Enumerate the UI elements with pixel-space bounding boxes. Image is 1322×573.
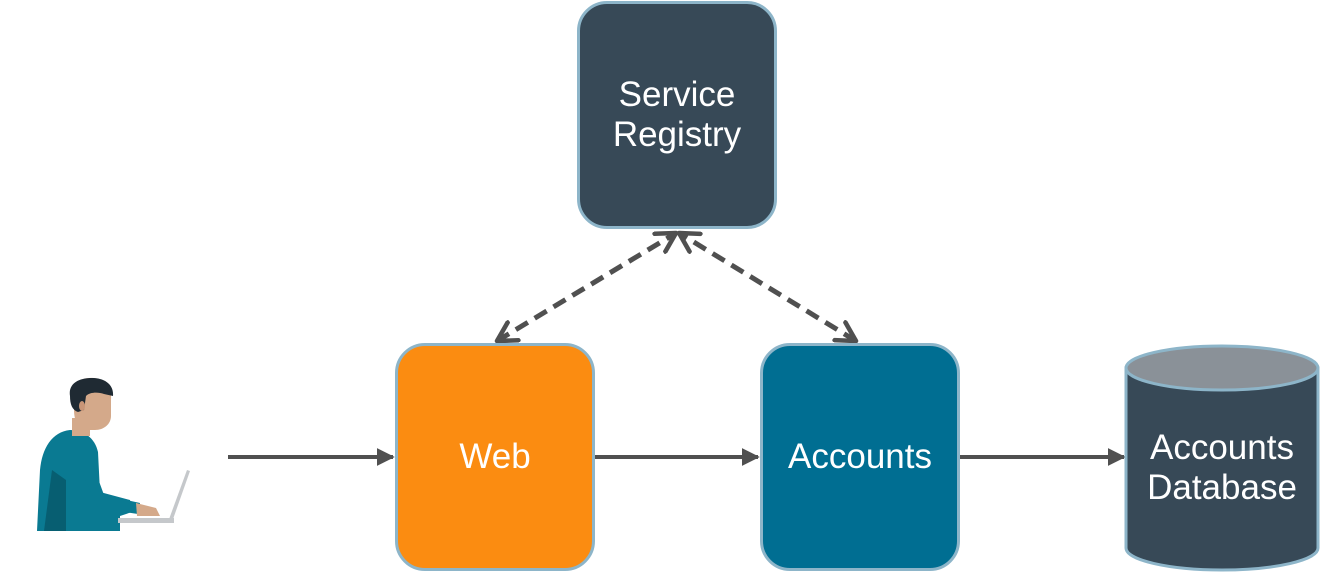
service-registry-node: Service Registry (577, 1, 777, 229)
accounts-service-node: Accounts (760, 343, 960, 571)
web-service-node: Web (395, 343, 595, 571)
web-service-label: Web (459, 437, 531, 476)
accounts-service-label: Accounts (788, 437, 932, 476)
service-registry-label: Service Registry (612, 75, 742, 154)
database-cylinder-icon (1124, 344, 1320, 572)
arrow-accounts-registry-dashed (679, 233, 856, 341)
user-at-laptop-icon (37, 377, 190, 531)
accounts-database-label: Accounts Database (1147, 428, 1297, 507)
arrow-web-registry-dashed (497, 233, 676, 341)
